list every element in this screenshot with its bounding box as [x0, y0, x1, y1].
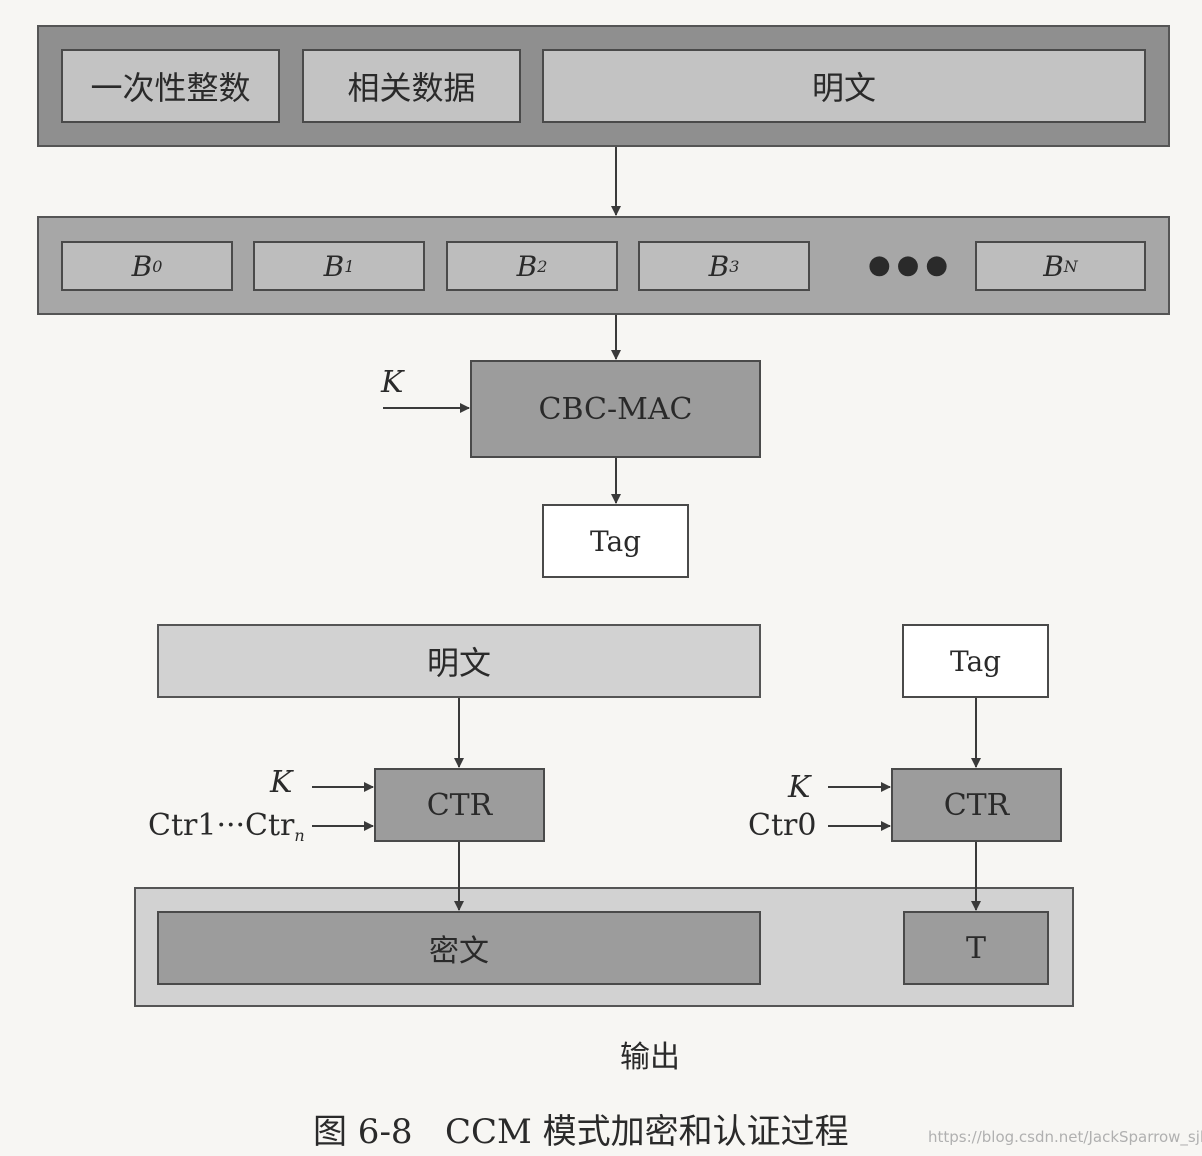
left-ctr-box: CTR	[374, 768, 545, 842]
watermark: https://blog.csdn.net/JackSparrow_sjl	[928, 1128, 1202, 1146]
block-b1-letter: B	[323, 249, 345, 283]
cbc-mac-box: CBC-MAC	[470, 360, 761, 458]
plaintext-bar-label: 明文	[426, 644, 491, 682]
counter-range-sub: n	[294, 826, 305, 845]
tag-input-box: Tag	[902, 624, 1049, 698]
block-bn-letter: B	[1043, 249, 1064, 283]
associated-data-label: 相关数据	[347, 69, 476, 107]
block-b3-letter: B	[708, 249, 730, 283]
block-ellipsis: ●●●	[868, 250, 955, 280]
left-key-label: K	[270, 765, 293, 800]
tag-label: Tag	[589, 524, 642, 558]
plaintext-label: 明文	[811, 69, 876, 107]
counter-range-label: Ctr1···Ctrn	[148, 808, 305, 845]
plaintext-box: 明文	[542, 49, 1146, 123]
block-b0-sub: 0	[152, 256, 163, 276]
block-b3-sub: 3	[729, 256, 740, 276]
cbc-mac-label: CBC-MAC	[538, 391, 693, 427]
plaintext-bar: 明文	[157, 624, 761, 698]
counter-range-prefix: Ctr1···Ctr	[148, 808, 295, 843]
ctr0-label: Ctr0	[748, 808, 817, 843]
right-ctr-box: CTR	[891, 768, 1062, 842]
block-b0-letter: B	[131, 249, 153, 283]
figure-caption: 图 6-8 CCM 模式加密和认证过程	[313, 1112, 849, 1152]
mac-key-label: K	[381, 365, 404, 400]
nonce-box: 一次性整数	[61, 49, 280, 123]
nonce-label: 一次性整数	[90, 69, 251, 107]
block-b1-sub: 1	[344, 256, 355, 276]
tag-input-label: Tag	[949, 644, 1002, 678]
right-key-label: K	[788, 770, 811, 805]
ciphertext-box: 密文	[157, 911, 761, 985]
output-label: 输出	[620, 1040, 680, 1075]
ciphertext-label: 密文	[429, 934, 489, 969]
t-box: T	[903, 911, 1049, 985]
right-ctr-label: CTR	[943, 787, 1010, 823]
associated-data-box: 相关数据	[302, 49, 521, 123]
t-label: T	[965, 930, 986, 966]
block-b2-letter: B	[516, 249, 538, 283]
block-b2-sub: 2	[537, 256, 548, 276]
tag-box: Tag	[542, 504, 689, 578]
block-bn-sub: N	[1063, 256, 1078, 276]
left-ctr-label: CTR	[426, 787, 493, 823]
